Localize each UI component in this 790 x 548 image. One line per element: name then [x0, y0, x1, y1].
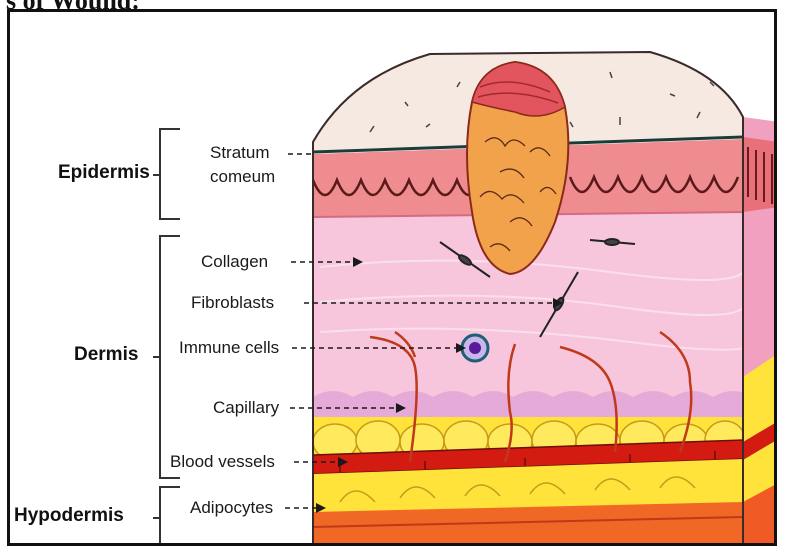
epidermis-label: Epidermis [58, 163, 150, 183]
hypodermis-label: Hypodermis [14, 506, 124, 526]
capillary-label: Capillary [213, 398, 279, 418]
skin-cross-section-illustration [10, 12, 777, 546]
dermis-label: Dermis [74, 345, 138, 365]
fibroblasts-label: Fibroblasts [191, 293, 274, 313]
skin-diagram: Epidermis Dermis Hypodermis Stratum come… [7, 9, 777, 546]
collagen-label: Collagen [201, 252, 268, 272]
adipocytes-label: Adipocytes [190, 498, 273, 518]
stratum-corneum-label-line2: comeum [210, 167, 275, 187]
layer-brackets [153, 129, 180, 546]
immune-cells-label: Immune cells [179, 338, 279, 358]
stratum-corneum-label-line1: Stratum [210, 143, 270, 163]
blood-vessels-label: Blood vessels [170, 452, 275, 472]
